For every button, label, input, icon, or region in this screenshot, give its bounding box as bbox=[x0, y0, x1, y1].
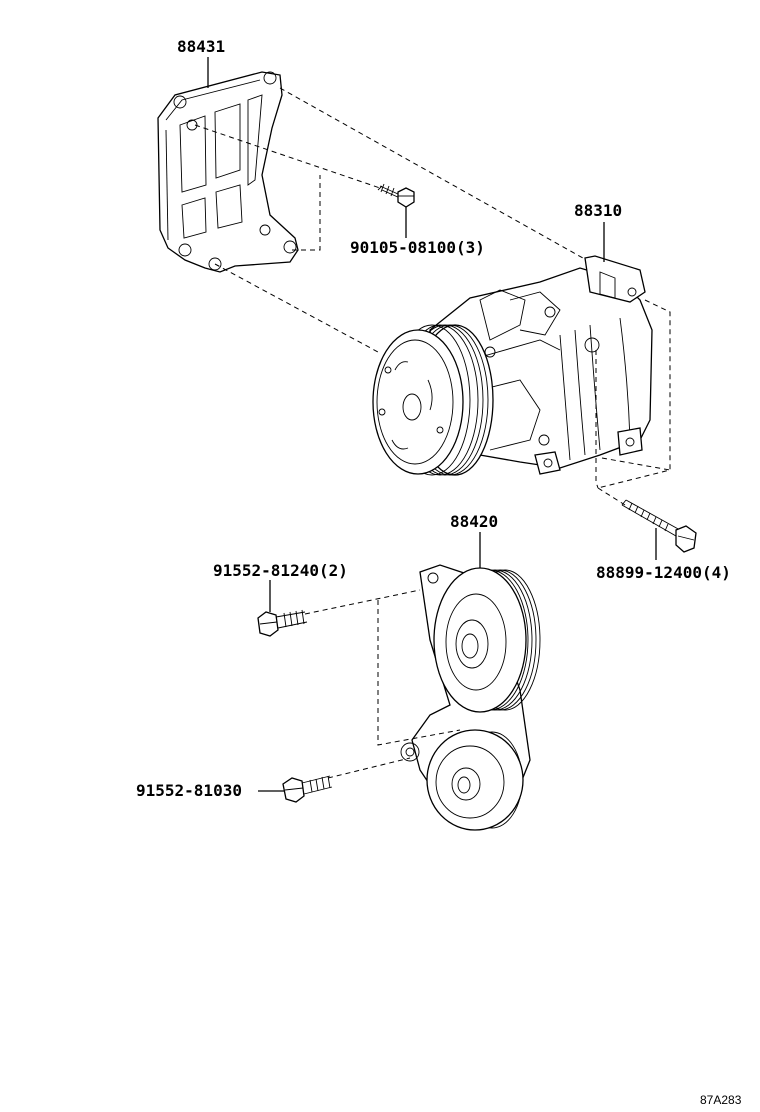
idler-bolt-lower[interactable] bbox=[282, 775, 333, 803]
idler-bolt-lower-label: 91552-81030 bbox=[136, 781, 284, 800]
bracket-label: 88431 bbox=[177, 37, 225, 88]
diagram-reference-code: 87A283 bbox=[700, 1093, 742, 1107]
compressor-part-number: 88310 bbox=[574, 201, 622, 220]
compressor-bolt-part-number: 88899-12400(4) bbox=[596, 563, 731, 582]
compressor-bracket[interactable] bbox=[157, 71, 299, 273]
idler-bolt-upper-part-number: 91552-81240(2) bbox=[213, 561, 348, 580]
compressor-bolt[interactable] bbox=[621, 499, 697, 553]
idler-assembly-label: 88420 bbox=[450, 512, 498, 568]
idler-bolt-upper-label: 91552-81240(2) bbox=[213, 561, 348, 612]
bracket-part-number: 88431 bbox=[177, 37, 225, 56]
idler-bolt-upper[interactable] bbox=[257, 609, 308, 637]
bracket-bolt-part-number: 90105-08100(3) bbox=[350, 238, 485, 257]
bracket-bolt-label: 90105-08100(3) bbox=[350, 207, 485, 257]
compressor-bolt-label: 88899-12400(4) bbox=[596, 528, 731, 582]
bracket-bolt[interactable] bbox=[377, 183, 415, 208]
idler-bolt-lower-part-number: 91552-81030 bbox=[136, 781, 242, 800]
compressor-label: 88310 bbox=[574, 201, 622, 262]
idler-assembly-part-number: 88420 bbox=[450, 512, 498, 531]
idler-pulley-assembly[interactable] bbox=[400, 564, 541, 831]
compressor-pulley bbox=[372, 324, 494, 476]
